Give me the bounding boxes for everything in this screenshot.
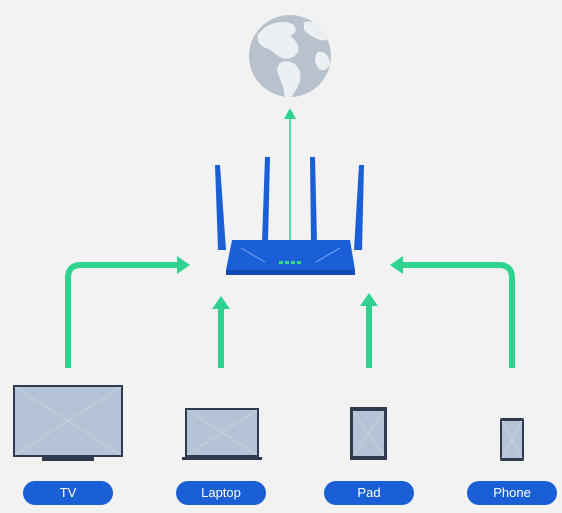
arrow-tv-to-router (65, 262, 178, 368)
laptop-icon (182, 408, 262, 460)
router-antenna (310, 157, 317, 242)
globe-continents (257, 21, 330, 97)
device-label-tv[interactable]: TV (23, 481, 113, 505)
arrowhead-laptop (212, 296, 230, 309)
arrowhead-phone (390, 256, 403, 274)
router-base (226, 270, 355, 275)
laptop-base (182, 457, 262, 460)
device-label-pad[interactable]: Pad (324, 481, 414, 505)
wifi-router-icon (215, 157, 364, 275)
router-antenna (262, 157, 270, 242)
device-label-laptop[interactable]: Laptop (176, 481, 266, 505)
tv-icon (13, 385, 123, 461)
router-antenna (215, 165, 226, 250)
router-highlight (240, 247, 266, 263)
router-antenna (354, 165, 364, 250)
arrowhead-pad (360, 293, 378, 306)
router-leds (279, 261, 301, 264)
arrow-phone-to-router (402, 262, 515, 368)
router-highlight (315, 247, 341, 263)
phone-icon (500, 418, 524, 461)
device-label-phone[interactable]: Phone (467, 481, 557, 505)
tablet-icon (350, 407, 387, 460)
arrowhead-tv (177, 256, 190, 274)
tv-stand (42, 457, 94, 461)
router-body (226, 240, 355, 270)
internet-globe-icon (249, 15, 331, 97)
arrow-router-to-internet (284, 108, 296, 240)
